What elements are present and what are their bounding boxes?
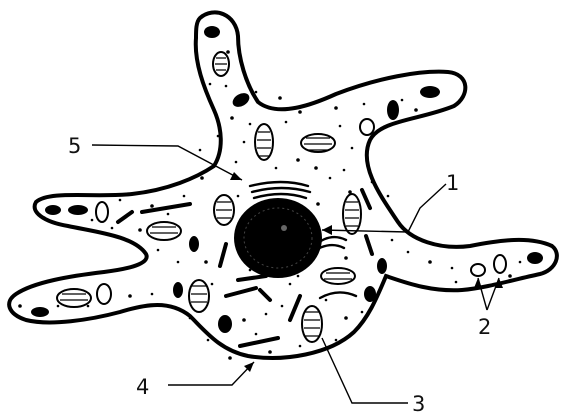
leader-line-3 bbox=[322, 338, 408, 403]
granule bbox=[401, 99, 404, 102]
granule bbox=[387, 195, 390, 198]
granule bbox=[111, 227, 114, 230]
granule bbox=[261, 207, 264, 210]
granule bbox=[249, 269, 252, 272]
granule bbox=[249, 123, 252, 126]
granule bbox=[297, 275, 300, 278]
granule bbox=[235, 161, 238, 164]
granule bbox=[211, 283, 214, 286]
mitochondrion bbox=[96, 202, 108, 222]
granule bbox=[237, 195, 240, 198]
granule bbox=[189, 317, 192, 320]
label-3: 3 bbox=[412, 392, 425, 414]
granule bbox=[329, 177, 332, 180]
mitochondrion bbox=[147, 222, 181, 240]
granule bbox=[230, 116, 234, 120]
granule bbox=[150, 204, 154, 208]
mitochondrion bbox=[189, 280, 209, 312]
granule bbox=[228, 356, 232, 360]
label-4: 4 bbox=[136, 375, 149, 399]
granule bbox=[255, 91, 258, 94]
granule bbox=[200, 176, 204, 180]
label-5: 5 bbox=[68, 134, 81, 158]
granule bbox=[428, 260, 432, 264]
granule bbox=[128, 294, 132, 298]
granule bbox=[281, 305, 284, 308]
granule bbox=[157, 249, 160, 252]
granule bbox=[455, 281, 458, 284]
mitochondrion bbox=[343, 194, 361, 234]
granule bbox=[351, 147, 354, 150]
mitochondrion bbox=[57, 289, 91, 307]
mitochondrion bbox=[97, 284, 111, 304]
granule bbox=[299, 345, 302, 348]
granule bbox=[325, 299, 328, 302]
granule bbox=[91, 219, 94, 222]
granule bbox=[226, 50, 230, 54]
granule bbox=[334, 106, 338, 110]
granule bbox=[361, 311, 364, 314]
granule bbox=[207, 339, 210, 342]
granule bbox=[391, 239, 394, 242]
granule bbox=[339, 125, 342, 128]
inclusion bbox=[471, 264, 485, 276]
granule bbox=[314, 166, 318, 170]
granule bbox=[265, 313, 268, 316]
granule bbox=[255, 333, 258, 336]
granule bbox=[18, 304, 22, 308]
granule bbox=[243, 141, 246, 144]
granule bbox=[344, 256, 348, 260]
inclusion bbox=[494, 255, 506, 273]
mitochondrion bbox=[321, 268, 355, 284]
granule bbox=[275, 167, 278, 170]
label-1: 1 bbox=[446, 171, 459, 195]
granule bbox=[42, 216, 46, 220]
granule bbox=[119, 199, 122, 202]
leader-line-4 bbox=[168, 362, 254, 385]
granule bbox=[209, 83, 212, 86]
granule bbox=[204, 260, 208, 264]
granule bbox=[316, 202, 320, 206]
granule bbox=[414, 108, 418, 112]
granule bbox=[519, 261, 522, 264]
granule bbox=[371, 181, 374, 184]
granule bbox=[242, 318, 246, 322]
granule bbox=[508, 274, 512, 278]
granule bbox=[296, 158, 300, 162]
granule bbox=[298, 110, 302, 114]
granule bbox=[278, 96, 282, 100]
granule bbox=[348, 190, 352, 194]
granule bbox=[199, 149, 202, 152]
granule bbox=[451, 267, 454, 270]
granule bbox=[407, 251, 410, 254]
granule bbox=[289, 283, 292, 286]
granule bbox=[335, 339, 338, 342]
mitochondrion bbox=[360, 119, 374, 135]
mitochondrion bbox=[301, 134, 335, 152]
granule bbox=[183, 195, 186, 198]
granule bbox=[343, 169, 346, 172]
granule bbox=[57, 305, 60, 308]
granule bbox=[138, 228, 142, 232]
granule bbox=[151, 293, 154, 296]
granule bbox=[177, 261, 180, 264]
granule bbox=[363, 103, 366, 106]
granule bbox=[167, 213, 170, 216]
granule bbox=[344, 316, 348, 320]
nucleus bbox=[234, 198, 322, 278]
granule bbox=[87, 305, 90, 308]
granule bbox=[217, 135, 220, 138]
granule bbox=[268, 350, 272, 354]
mitochondrion bbox=[255, 124, 273, 160]
granule bbox=[285, 121, 288, 124]
nucleolus bbox=[281, 225, 287, 231]
label-2: 2 bbox=[478, 315, 491, 339]
granule bbox=[225, 85, 228, 88]
